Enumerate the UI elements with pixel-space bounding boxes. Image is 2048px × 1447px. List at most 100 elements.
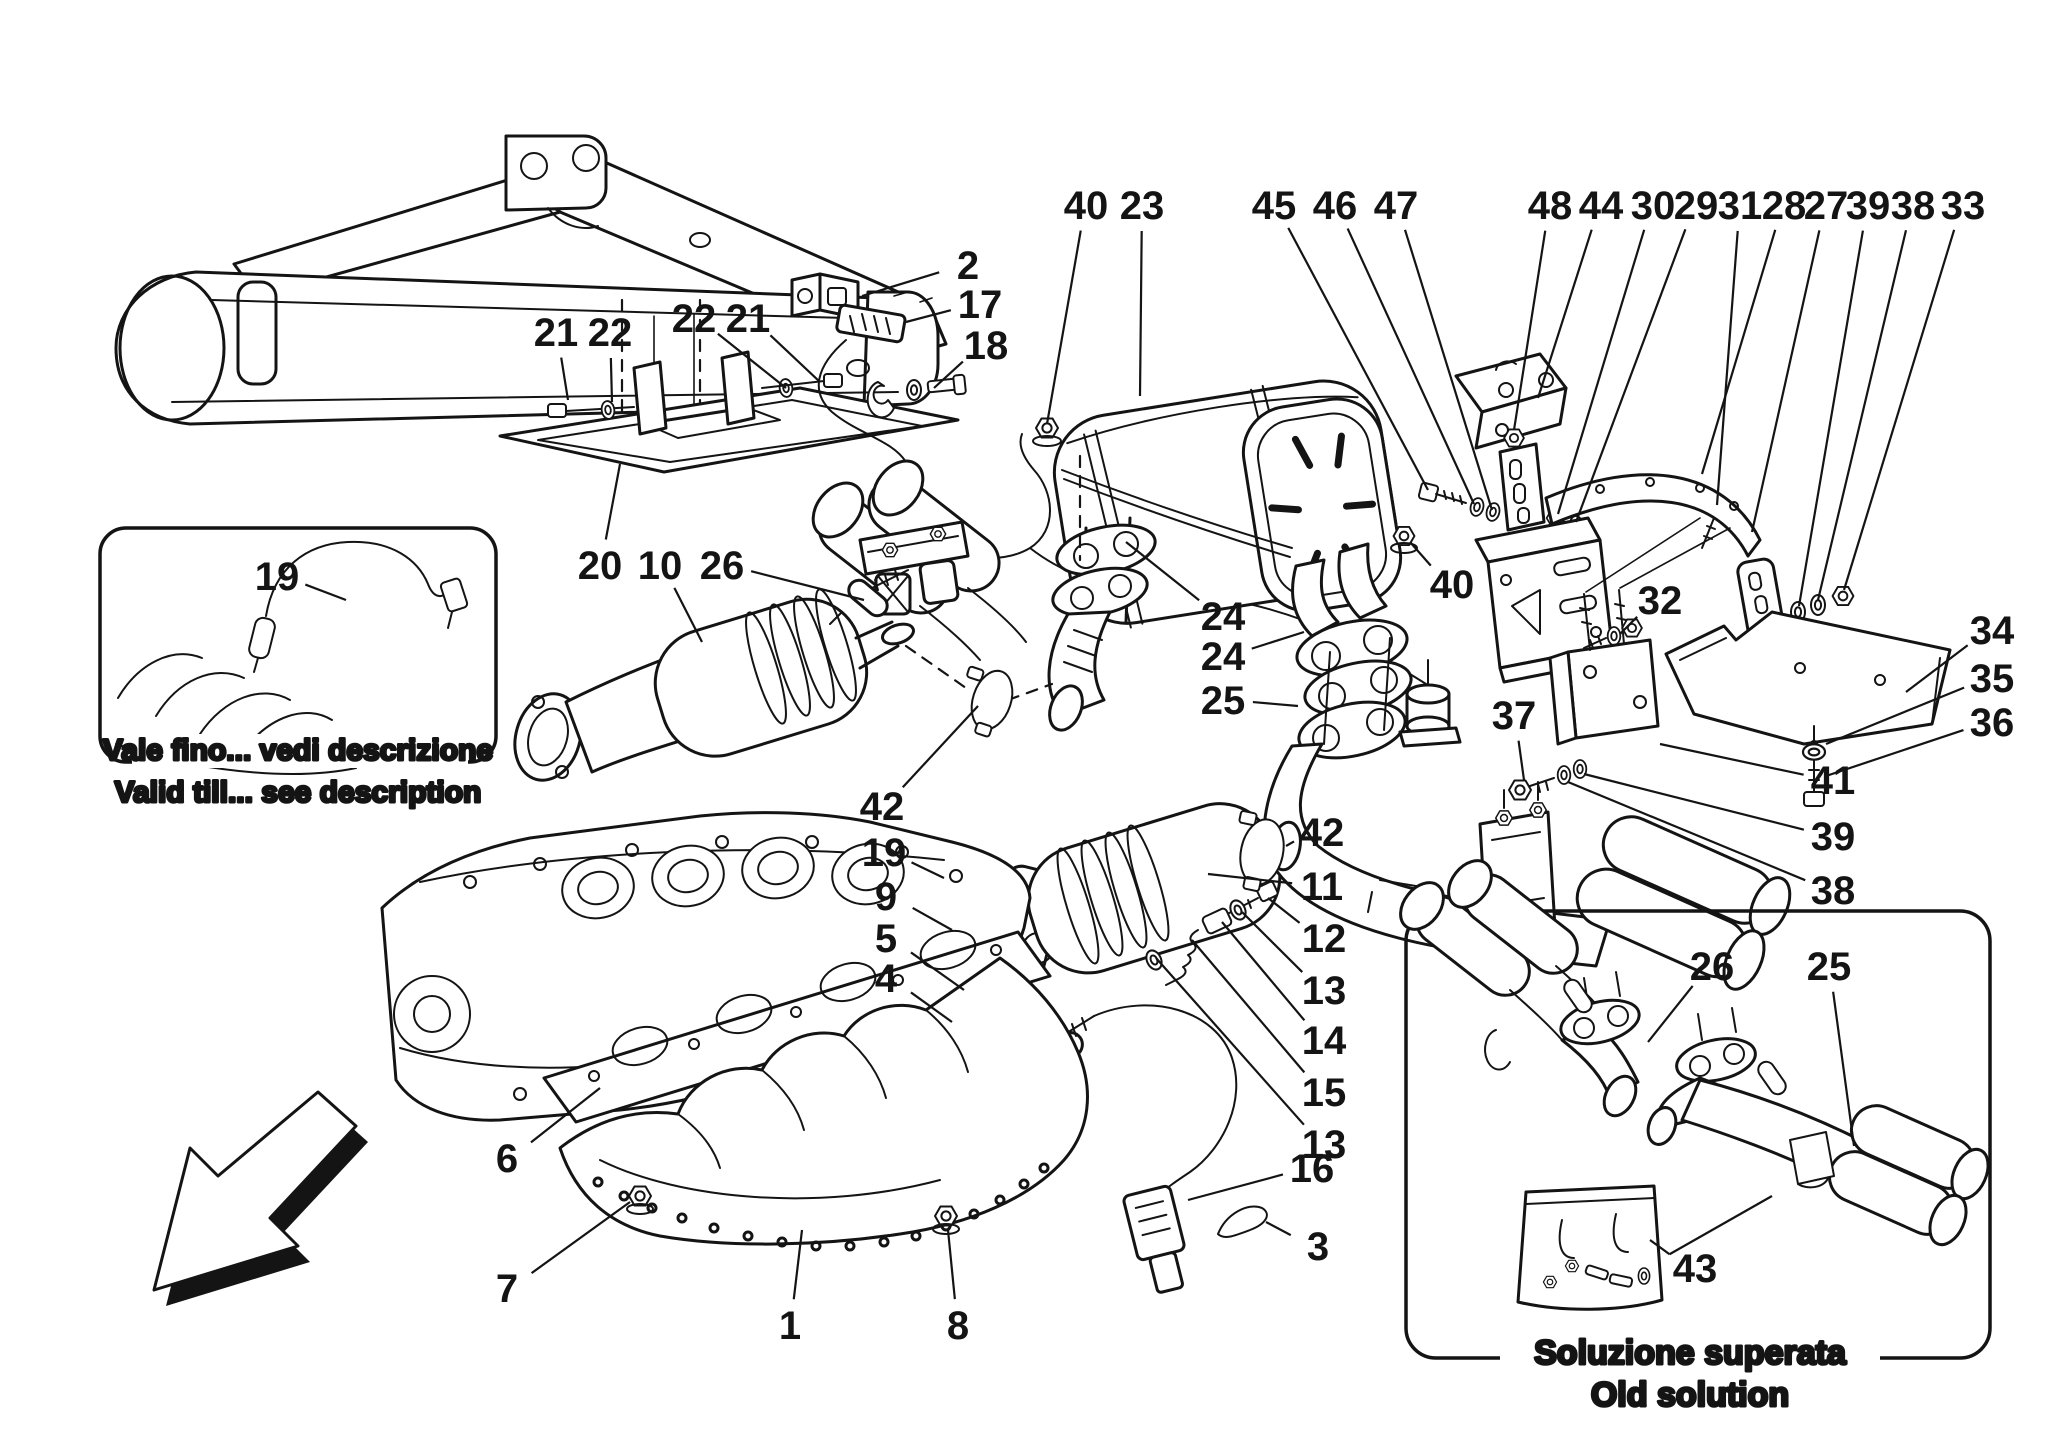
leader-line-22 <box>609 357 614 403</box>
leader-line-5 <box>910 951 965 991</box>
manifold-flange-dots <box>592 1162 1050 1252</box>
leader-line-6 <box>530 1087 601 1144</box>
leader-line-24 <box>1125 541 1200 602</box>
leader-line-15 <box>1191 939 1306 1074</box>
callout-29: 29 <box>1674 184 1719 228</box>
callout-7: 7 <box>496 1267 518 1311</box>
leader-line-43 <box>1668 1195 1773 1256</box>
inset-manifold-sketch <box>115 540 469 775</box>
leader-line-17 <box>905 309 952 324</box>
callout-44: 44 <box>1579 184 1624 228</box>
callout-19: 19 <box>255 555 300 599</box>
hardware-bag-43 <box>1516 1184 1664 1311</box>
leader-line-21 <box>769 334 821 383</box>
callout-19: 19 <box>862 831 907 875</box>
leader-line-28 <box>1700 229 1777 475</box>
callout-23: 23 <box>1120 184 1165 228</box>
leader-line-39 <box>1797 230 1864 607</box>
callout-43: 43 <box>1673 1247 1718 1291</box>
old-tailpipe-25 <box>1646 1007 1990 1247</box>
leader-line-26 <box>750 570 865 602</box>
leader-line-42 <box>1285 840 1295 847</box>
leader-line-48 <box>1512 230 1547 431</box>
callout-25: 25 <box>1201 679 1246 723</box>
callout-37: 37 <box>1492 694 1537 738</box>
callout-47: 47 <box>1374 184 1419 228</box>
leader-line-10 <box>673 587 703 643</box>
leader-line-22 <box>717 332 787 389</box>
callout-12: 12 <box>1302 917 1347 961</box>
callout-1: 1 <box>779 1304 801 1348</box>
inset-caption-italian: Vale fino... vedi descrizione <box>103 734 493 767</box>
leader-line-29 <box>1574 228 1687 523</box>
inset-caption-old-solution: Old solution <box>1591 1376 1789 1414</box>
callout-41: 41 <box>1811 759 1856 803</box>
callout-10: 10 <box>638 544 683 588</box>
leader-line-26 <box>1647 985 1694 1043</box>
leader-line-7 <box>530 1201 631 1274</box>
inset-caption-english: Valid till... see description <box>115 776 482 809</box>
pipe-clamp-42-front <box>966 665 1014 738</box>
leader-line-19 <box>911 861 945 879</box>
leader-line-46 <box>1346 228 1475 505</box>
inset-old-solution: Soluzione superata Old solution <box>1399 859 1992 1416</box>
callout-42: 42 <box>860 785 905 829</box>
leader-line-40 <box>1045 230 1082 425</box>
callout-39: 39 <box>1846 184 1891 228</box>
clip-3 <box>1217 1205 1268 1238</box>
callout-18: 18 <box>964 324 1009 368</box>
callout-42: 42 <box>1300 811 1345 855</box>
lambda-sensor-45 <box>829 569 909 625</box>
leader-line-32 <box>1619 616 1638 635</box>
leader-line-13 <box>1155 957 1305 1126</box>
support-bracket-44 <box>1454 352 1568 450</box>
callout-30: 30 <box>1631 184 1676 228</box>
direction-arrow <box>152 1090 368 1306</box>
callout-15: 15 <box>1302 1071 1347 1115</box>
callout-31: 31 <box>1718 184 1763 228</box>
leader-line-39 <box>1583 772 1805 831</box>
silencer-23 <box>1032 379 1418 760</box>
leader-line-40 <box>1409 541 1432 567</box>
callout-36: 36 <box>1970 701 2015 745</box>
leader-line-23 <box>1138 230 1143 397</box>
tailpipe-assembly-26 <box>811 459 1027 661</box>
callout-4: 4 <box>875 957 898 1001</box>
leader-line-16 <box>1187 1173 1284 1202</box>
rubber-mount <box>1398 659 1462 748</box>
callout-45: 45 <box>1252 184 1297 228</box>
callout-24: 24 <box>1201 635 1246 679</box>
callout-46: 46 <box>1313 184 1358 228</box>
callout-21: 21 <box>534 311 579 355</box>
leader-line-42 <box>901 705 979 788</box>
callout-28: 28 <box>1762 184 1807 228</box>
leader-line-43 <box>1649 1239 1671 1256</box>
callout-2: 2 <box>957 244 979 288</box>
callout-3: 3 <box>1307 1225 1329 1269</box>
support-bracket-26 <box>858 520 970 616</box>
callout-16: 16 <box>1290 1147 1335 1191</box>
leader-line-9 <box>912 906 953 931</box>
tailpipe-tips-right <box>1575 815 1792 991</box>
leader-line-4 <box>910 991 953 1023</box>
callout-26: 26 <box>1690 945 1735 989</box>
callout-25: 25 <box>1807 945 1852 989</box>
callout-27: 27 <box>1804 184 1849 228</box>
callout-5: 5 <box>875 917 897 961</box>
callout-13: 13 <box>1302 1123 1347 1167</box>
sensor-bolt-45-46-47 <box>1417 481 1503 524</box>
callout-38: 38 <box>1891 184 1936 228</box>
leader-line-36 <box>1825 728 1964 778</box>
leader-line-45 <box>1287 227 1429 491</box>
leader-line-14 <box>1221 921 1306 1022</box>
leader-line-24 <box>1251 630 1305 650</box>
leader-line-41 <box>1659 742 1804 776</box>
leader-line-2 <box>861 271 940 298</box>
shield-plate-34 <box>1664 610 1952 807</box>
callout-17: 17 <box>958 283 1003 327</box>
callout-11: 11 <box>1301 865 1343 909</box>
mount-bracket-41 <box>1507 517 1731 801</box>
